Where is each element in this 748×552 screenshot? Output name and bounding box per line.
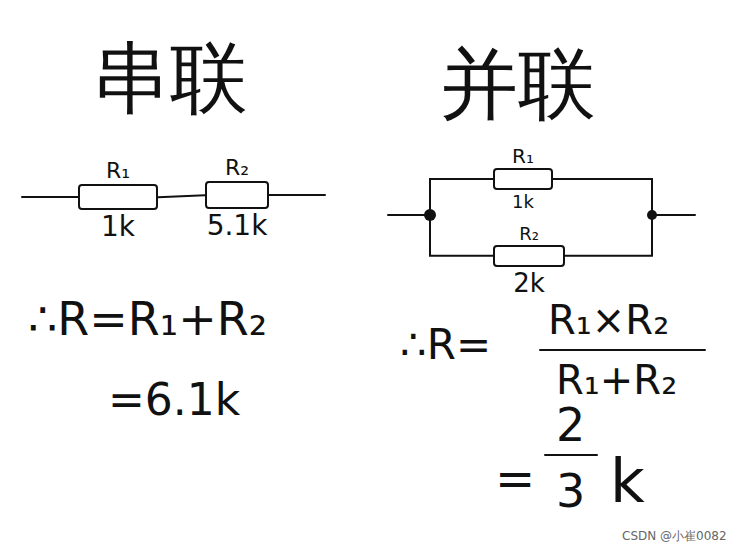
formula-result: =6.1k: [108, 376, 240, 424]
lead-wire: [268, 194, 325, 196]
resistor-body: [78, 184, 158, 210]
resistor-name: R₂: [519, 224, 539, 244]
unit-label: k: [610, 448, 645, 514]
section-heading: 串联: [92, 36, 248, 122]
resistor-symbol: R₁ 1k: [493, 145, 553, 212]
resistor-name: R₁: [106, 159, 130, 183]
resistor-body: [493, 245, 565, 267]
formula-result: =: [495, 452, 535, 505]
watermark: CSDN @小崔0082: [622, 530, 727, 543]
fraction-numerator: R₁×R₂: [548, 298, 669, 342]
fraction-bar: [540, 349, 705, 351]
resistor-symbol: R₁ 1k: [78, 159, 158, 243]
resistor-body: [493, 168, 553, 190]
wire-connector: [553, 179, 652, 256]
fraction-denominator: 3: [556, 466, 585, 517]
resistance-value: 1k: [101, 212, 135, 243]
wire-connector: [158, 195, 205, 197]
lead-wire: [388, 214, 430, 216]
resistor-body: [205, 181, 269, 209]
formula: ∴R=R₁+R₂: [28, 294, 267, 345]
resistance-value: 5.1k: [207, 211, 268, 242]
fraction-denominator: R₁+R₂: [556, 358, 677, 402]
lead-wire: [22, 196, 78, 198]
resistance-value: 2k: [513, 269, 545, 298]
resistor-symbol: R₂ 5.1k: [205, 156, 269, 242]
formula: ∴R=: [400, 322, 491, 368]
resistance-value: 1k: [512, 192, 534, 212]
lead-wire: [652, 214, 695, 216]
resistor-symbol: R₂ 2k: [493, 224, 565, 297]
section-heading: 并联: [440, 42, 596, 128]
fraction-numerator: 2: [556, 400, 585, 451]
wire-connector: [430, 179, 493, 256]
fraction-bar: [545, 454, 597, 456]
resistor-name: R₁: [512, 145, 534, 167]
resistor-name: R₂: [225, 156, 249, 180]
